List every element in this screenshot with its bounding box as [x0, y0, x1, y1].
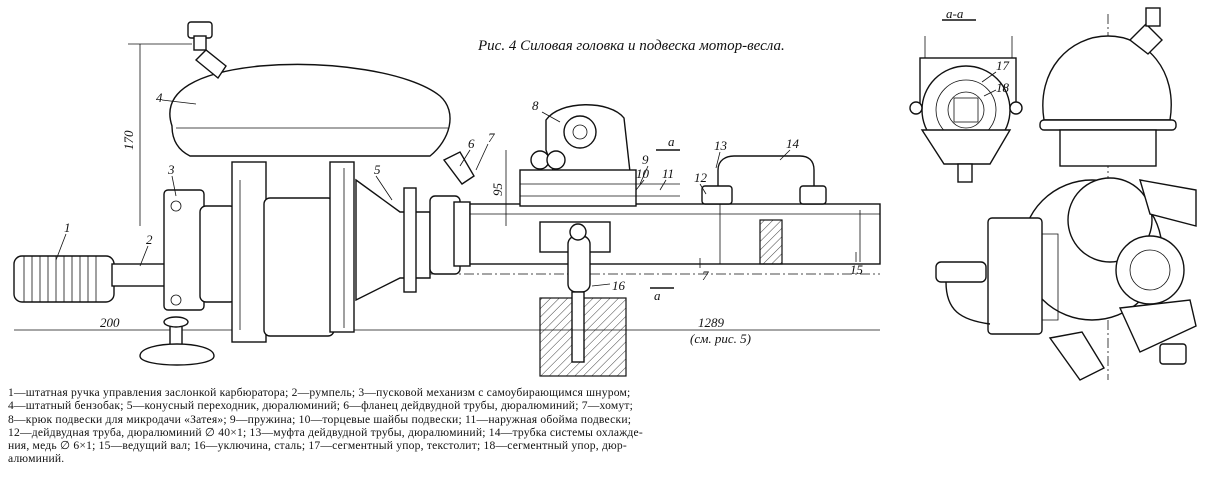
- callout-2: 2: [146, 232, 153, 247]
- callout-1: 1: [64, 220, 71, 235]
- stern-tube: [469, 203, 881, 265]
- cooling-tube: [717, 155, 815, 200]
- callout-8: 8: [532, 98, 539, 113]
- figure-caption: 1—штатная ручка управления заслонкой кар…: [8, 386, 1212, 466]
- callout-6: 6: [468, 136, 475, 151]
- dimension-200: 200: [100, 315, 120, 330]
- throttle-handle-grip: [13, 255, 115, 303]
- callout-5: 5: [374, 162, 381, 177]
- stern-tube-flange: [429, 151, 475, 275]
- section-mark-bottom: а: [654, 288, 661, 303]
- engine-crankcase: [231, 161, 355, 343]
- callout-12: 12: [694, 170, 708, 185]
- callout-17: 17: [996, 58, 1010, 73]
- dimension-95: 95: [490, 183, 505, 197]
- fuel-tank: [169, 21, 451, 157]
- callout-14: 14: [786, 136, 800, 151]
- section-a-a: а-а 17 18: [909, 6, 1023, 183]
- dimension-1289-note: (см. рис. 5): [690, 331, 751, 346]
- callout-16: 16: [612, 278, 626, 293]
- cone-adapter: [355, 178, 431, 302]
- figure-title: Рис. 4 Силовая головка и подвеска мотор-…: [477, 38, 785, 54]
- caption-line-6: алюминий.: [8, 452, 65, 466]
- caption-line-5: ния, медь ∅ 6×1; 15—ведущий вал; 16—уклю…: [8, 439, 627, 453]
- starter-mechanism: [163, 189, 237, 311]
- caption-line-3: 8—крюк подвески для микродачи «Затея»; 9…: [8, 412, 632, 426]
- callout-3: 3: [167, 162, 175, 177]
- tiller-knob: [139, 316, 215, 366]
- caption-line-1: 1—штатная ручка управления заслонкой кар…: [8, 386, 631, 399]
- section-mark-top: а: [668, 134, 675, 149]
- suspension-hook: [519, 104, 680, 253]
- caption-line-4: 12—дейдвудная труба, дюралюминий ∅ 40×1;…: [8, 425, 643, 439]
- caption-line-2: 4—штатный бензобак; 5—конусный переходни…: [8, 399, 634, 413]
- callout-7b: 7: [702, 268, 709, 283]
- flange: [403, 187, 417, 293]
- tiller-tube: [111, 263, 173, 287]
- callout-11: 11: [662, 166, 674, 181]
- dimension-170: 170: [121, 130, 136, 150]
- end-view: [935, 7, 1197, 381]
- dimension-1289: 1289: [698, 315, 725, 330]
- side-view: 170 95 200 1289 (см. рис. 5) а а: [13, 21, 881, 377]
- callout-7: 7: [488, 130, 495, 145]
- callout-15: 15: [850, 262, 864, 277]
- section-label: а-а: [946, 6, 964, 21]
- oarlock: [539, 223, 627, 377]
- callout-13: 13: [714, 138, 728, 153]
- callout-4: 4: [156, 90, 163, 105]
- callout-9: 9: [642, 152, 649, 167]
- coupling-section: [759, 219, 783, 265]
- callout-18: 18: [996, 80, 1010, 95]
- callout-10: 10: [636, 166, 650, 181]
